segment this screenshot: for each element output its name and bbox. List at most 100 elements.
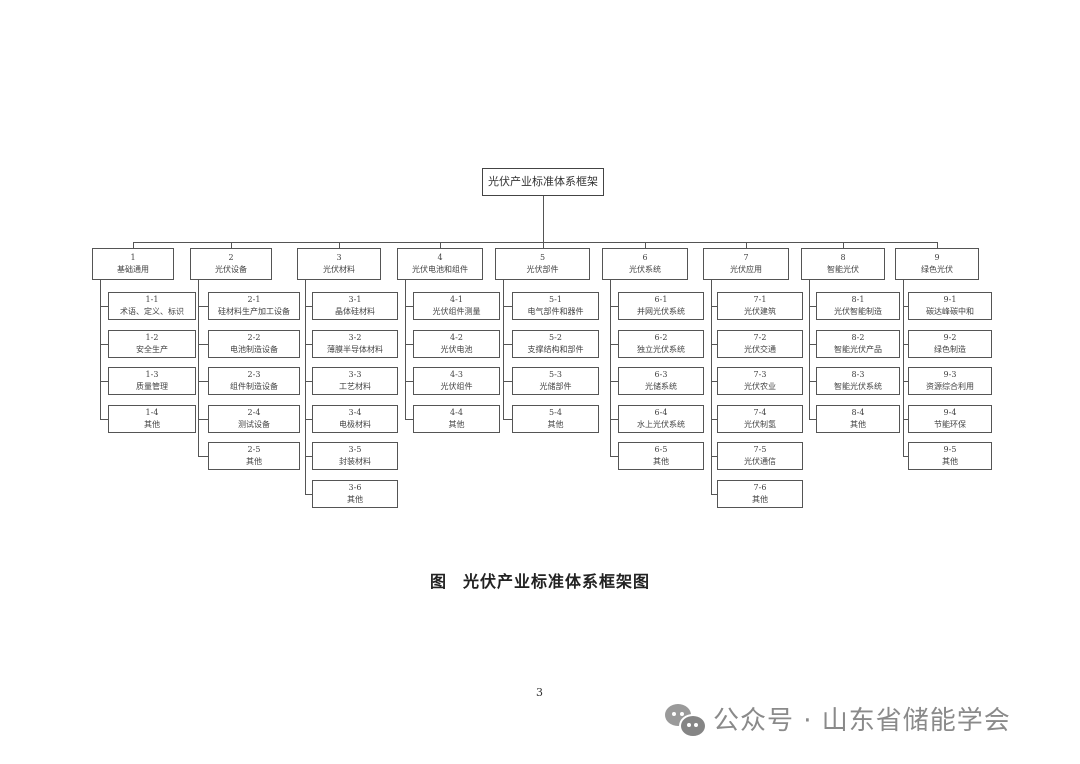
child-connector (711, 343, 717, 345)
child-connector (903, 456, 908, 457)
category-connector (339, 242, 340, 248)
subcategory-code: 5-3 (549, 370, 562, 379)
child-connector (903, 306, 908, 307)
subcategory-name: 术语、定义、标识 (120, 307, 184, 316)
subcategory-name: 光储系统 (645, 382, 677, 391)
subcategory-code: 3-3 (348, 370, 362, 379)
subcategory-name: 硅材料生产加工设备 (218, 307, 290, 316)
category-spine (809, 280, 810, 419)
subcategory-code: 8-4 (851, 407, 865, 417)
category-connector (645, 242, 646, 248)
category-name: 光伏部件 (526, 265, 559, 274)
category-code: 9 (934, 253, 940, 262)
caption-title: 光伏产业标准体系框架图 (463, 572, 651, 591)
subcategory-node: 7-6 其他 (717, 479, 803, 508)
category-connector (843, 242, 844, 248)
subcategory-code: 2-5 (247, 445, 261, 454)
subcategory-name: 质量管理 (136, 382, 168, 391)
subcategory-code: 6-1 (654, 295, 668, 304)
subcategory-code: 4-1 (450, 295, 463, 304)
category-name: 智能光伏 (827, 265, 859, 274)
child-connector (711, 493, 717, 495)
subcategory-name: 其他 (752, 494, 768, 504)
subcategory-name: 智能光伏产品 (834, 344, 882, 354)
child-connector (503, 381, 512, 382)
subcategory-code: 3-5 (348, 445, 362, 454)
subcategory-code: 3-6 (348, 482, 362, 492)
subcategory-name: 测试设备 (238, 419, 270, 429)
subcategory-code: 7-6 (753, 482, 767, 492)
category-code: 4 (437, 253, 443, 262)
subcategory-name: 其他 (653, 457, 669, 466)
subcategory-name: 其他 (448, 419, 465, 429)
subcategory-name: 节能环保 (934, 419, 966, 429)
subcategory-name: 其他 (942, 457, 958, 466)
subcategory-code: 6-3 (654, 370, 668, 379)
category-name: 基础通用 (117, 265, 149, 274)
child-connector (503, 343, 512, 345)
child-connector (903, 343, 908, 345)
subcategory-code: 6-4 (654, 407, 668, 417)
subcategory-code: 4-4 (450, 407, 463, 417)
subcategory-name: 光伏组件测量 (432, 307, 481, 316)
subcategory-code: 3-1 (348, 295, 362, 304)
subcategory-code: 8-3 (851, 370, 865, 379)
subcategory-node: 8-2 智能光伏产品 (816, 329, 900, 358)
child-connector (903, 418, 908, 420)
child-connector (610, 343, 618, 345)
child-connector (809, 306, 816, 307)
subcategory-name: 独立光伏系统 (637, 344, 685, 354)
subcategory-code: 9-4 (943, 407, 957, 417)
category-name: 光伏设备 (215, 265, 247, 274)
child-connector (198, 306, 208, 307)
category-name: 光伏电池和组件 (412, 265, 468, 274)
category-spine (610, 280, 611, 456)
subcategory-node: 9-4 节能环保 (908, 404, 992, 433)
watermark: 公众号 · 山东省储能学会 (665, 700, 1011, 738)
category-name: 光伏应用 (730, 265, 762, 274)
subcategory-code: 6-5 (654, 445, 668, 454)
child-connector (198, 418, 208, 420)
child-connector (100, 418, 108, 420)
subcategory-code: 5-4 (549, 407, 562, 417)
subcategory-code: 2-1 (247, 295, 261, 304)
category-spine (405, 280, 406, 419)
subcategory-name: 光伏制氢 (744, 419, 776, 429)
child-connector (198, 343, 208, 345)
watermark-text: 公众号 · 山东省储能学会 (713, 706, 1011, 736)
wechat-icon (665, 702, 707, 738)
subcategory-code: 2-3 (247, 370, 261, 379)
child-connector (305, 343, 312, 345)
category-node: 4 光伏电池和组件 (397, 248, 483, 280)
subcategory-code: 1-3 (145, 370, 159, 379)
category-code: 2 (228, 253, 234, 262)
figure-caption: 图光伏产业标准体系框架图 (0, 568, 1080, 592)
subcategory-code: 5-2 (549, 332, 562, 342)
category-connector (133, 242, 134, 248)
subcategory-code: 2-2 (247, 332, 261, 342)
subcategory-code: 7-2 (753, 332, 767, 342)
subcategory-code: 1-2 (145, 332, 159, 342)
subcategory-code: 8-2 (851, 332, 865, 342)
subcategory-name: 光伏建筑 (744, 307, 776, 316)
subcategory-node: 2-1 硅材料生产加工设备 (208, 292, 300, 320)
child-connector (610, 381, 618, 382)
subcategory-code: 8-1 (851, 295, 865, 304)
